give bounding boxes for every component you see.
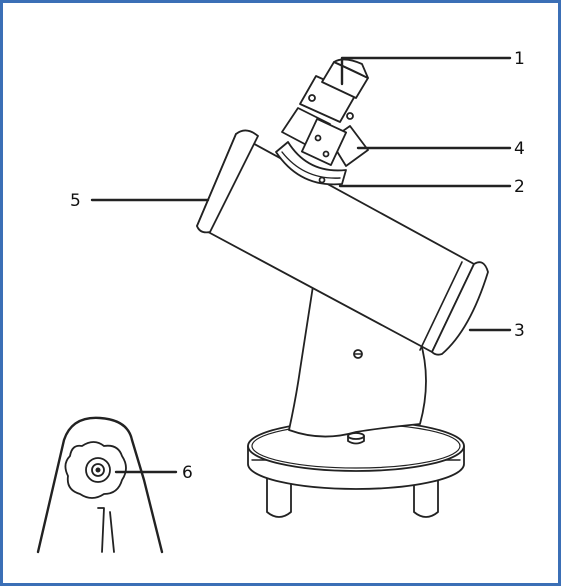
detail-knob <box>36 416 164 554</box>
callout-label-5: 5 <box>70 191 81 211</box>
callout-label-4: 4 <box>514 139 525 159</box>
callout-label-1: 1 <box>514 49 525 69</box>
callout-label-6: 6 <box>182 463 193 483</box>
callout-label-3: 3 <box>514 321 525 341</box>
callout-lines <box>90 56 512 474</box>
telescope-tube <box>196 129 489 356</box>
focuser-assembly <box>275 58 369 186</box>
callout-label-2: 2 <box>514 177 525 197</box>
telescope-base <box>247 420 465 518</box>
callout-line-1 <box>340 56 512 86</box>
